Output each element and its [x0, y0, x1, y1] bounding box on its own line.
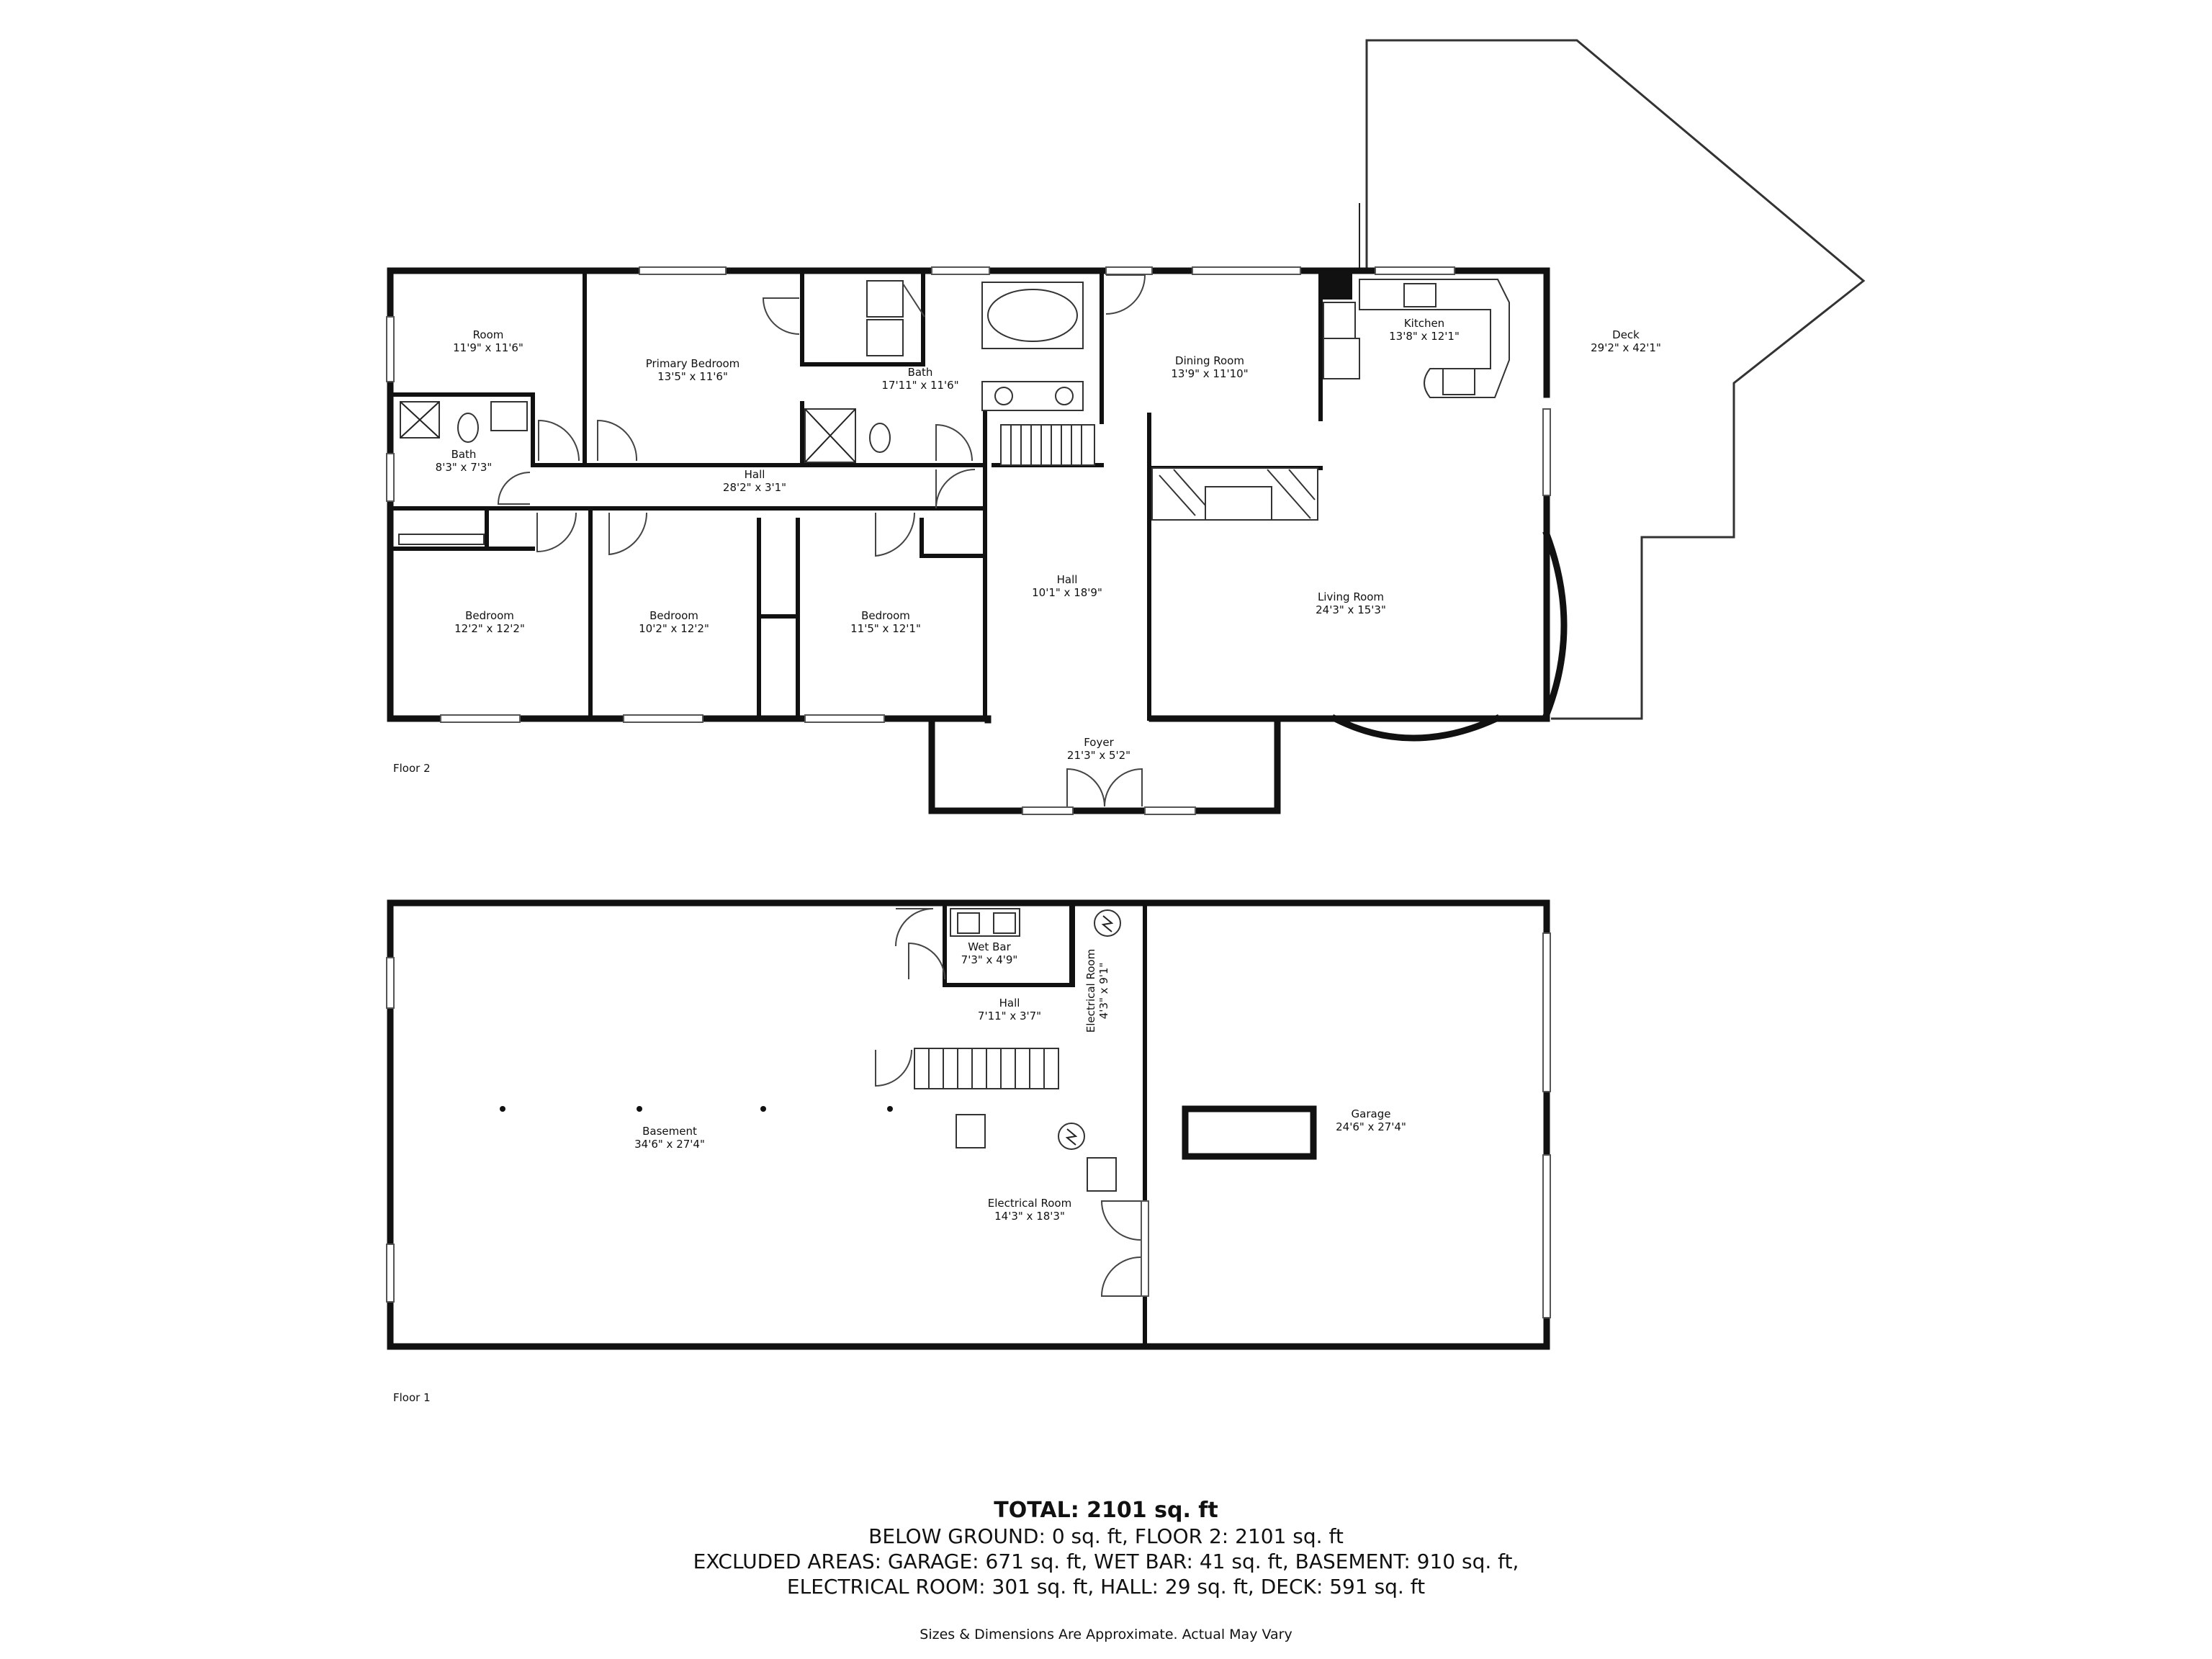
room-name-garage: Garage — [1352, 1107, 1391, 1120]
room-name-basement: Basement — [642, 1125, 697, 1138]
room-dims-electrical-room-small: 4'3" x 9'1" — [1097, 963, 1110, 1020]
summary-line-1: BELOW GROUND: 0 sq. ft, FLOOR 2: 2101 sq… — [868, 1524, 1344, 1548]
room-name-dining-room: Dining Room — [1175, 354, 1244, 367]
room-name-electrical-room: Electrical Room — [988, 1197, 1071, 1210]
room-name-primary-bedroom: Primary Bedroom — [646, 357, 740, 370]
stairs-floor-1 — [914, 1048, 1059, 1089]
room-name-hall-center: Hall — [1057, 573, 1078, 586]
room-name-electrical-room-small: Electrical Room — [1084, 949, 1097, 1033]
room-dims-dining-room: 13'9" x 11'10" — [1171, 367, 1248, 380]
room-dims-basement: 34'6" x 27'4" — [634, 1138, 705, 1151]
area-summary: TOTAL: 2101 sq. ft BELOW GROUND: 0 sq. f… — [0, 1498, 2212, 1642]
room-dims-garage: 24'6" x 27'4" — [1336, 1120, 1406, 1133]
total-area: TOTAL: 2101 sq. ft — [994, 1498, 1218, 1523]
room-name-bath-small: Bath — [451, 448, 477, 461]
kitchen-counter — [1359, 279, 1510, 398]
room-name-room: Room — [473, 328, 504, 341]
room-dims-bedroom-3: 11'5" x 12'1" — [850, 622, 921, 635]
foyer-walls — [928, 715, 1281, 814]
room-dims-bedroom-1: 12'2" x 12'2" — [454, 622, 525, 635]
stairs-floor-2 — [1000, 424, 1095, 466]
room-name-deck: Deck — [1612, 328, 1640, 341]
toilet-icon — [457, 413, 479, 443]
room-dims-living-room: 24'3" x 15'3" — [1316, 603, 1386, 616]
living-bay-wall — [1542, 530, 1568, 719]
floor-1-plan: Wet Bar 7'3" x 4'9" Electrical Room 4'3"… — [386, 899, 1551, 1404]
deck-outline — [1365, 39, 1866, 720]
room-dims-electrical-room: 14'3" x 18'3" — [994, 1210, 1065, 1223]
garage-pit — [1182, 1105, 1317, 1160]
living-bottom-bay — [1330, 714, 1501, 742]
room-dims-hall-lower: 7'11" x 3'7" — [978, 1010, 1041, 1022]
room-dims-deck: 29'2" x 42'1" — [1591, 341, 1661, 354]
floor-label-floor-2: Floor 2 — [393, 762, 431, 775]
room-dims-bath-primary: 17'11" x 11'6" — [881, 379, 958, 392]
doors-floor-2 — [497, 274, 1146, 807]
floor-label-floor-1: Floor 1 — [393, 1391, 431, 1404]
room-dims-room: 11'9" x 11'6" — [453, 341, 523, 354]
exterior-wall-floor-1 — [387, 899, 1550, 1350]
room-dims-hall-center: 10'1" x 18'9" — [1032, 586, 1102, 599]
room-dims-hall-upper: 28'2" x 3'1" — [723, 481, 786, 494]
room-name-living-room: Living Room — [1318, 590, 1384, 603]
room-name-hall-upper: Hall — [745, 468, 765, 481]
disclaimer: Sizes & Dimensions Are Approximate. Actu… — [920, 1627, 1292, 1642]
room-name-foyer: Foyer — [1084, 736, 1114, 749]
room-dims-wet-bar: 7'3" x 4'9" — [961, 953, 1018, 966]
room-name-wet-bar: Wet Bar — [968, 940, 1011, 953]
room-name-kitchen: Kitchen — [1404, 317, 1444, 330]
room-dims-primary-bedroom: 13'5" x 11'6" — [657, 370, 728, 383]
room-name-bedroom-3: Bedroom — [861, 609, 910, 622]
room-dims-bath-small: 8'3" x 7'3" — [436, 461, 493, 474]
room-name-hall-lower: Hall — [999, 997, 1020, 1010]
room-name-bath-primary: Bath — [908, 366, 933, 379]
exterior-wall-floor-2 — [387, 267, 1550, 722]
room-name-bedroom-1: Bedroom — [465, 609, 514, 622]
summary-line-3: ELECTRICAL ROOM: 301 sq. ft, HALL: 29 sq… — [786, 1575, 1426, 1599]
kitchen-sink — [1403, 283, 1437, 307]
summary-line-2: EXCLUDED AREAS: GARAGE: 671 sq. ft, WET … — [693, 1550, 1519, 1573]
floor-2-plan: Room 11'9" x 11'6" Primary Bedroom 13'5"… — [386, 39, 1866, 815]
room-dims-kitchen: 13'8" x 12'1" — [1389, 330, 1460, 343]
room-dims-foyer: 21'3" x 5'2" — [1067, 749, 1130, 762]
cooktop — [1442, 368, 1475, 395]
room-name-bedroom-2: Bedroom — [649, 609, 698, 622]
room-dims-bedroom-2: 10'2" x 12'2" — [639, 622, 709, 635]
